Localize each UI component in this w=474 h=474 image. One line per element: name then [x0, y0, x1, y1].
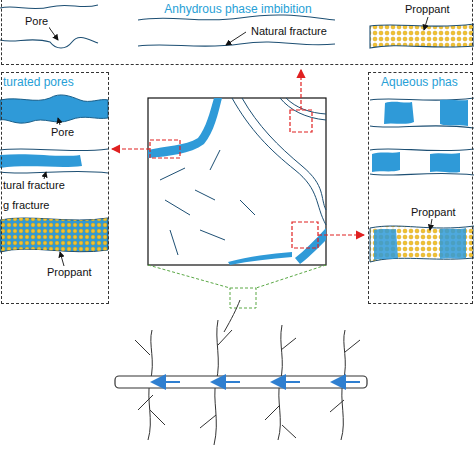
region-title: Aqueous phas — [381, 75, 458, 89]
dashed-region: Anhydrous phase imbibition — [1, 0, 473, 65]
part-label: Proppant — [404, 3, 451, 16]
part-label: Proppant — [46, 266, 93, 279]
dashed-region: Aqueous phas — [368, 72, 473, 304]
part-label: Pore — [24, 15, 49, 28]
part-label: tural fracture — [2, 179, 66, 192]
part-label: Pore — [50, 126, 75, 139]
part-label: Natural fracture — [250, 25, 328, 38]
region-title: turated pores — [3, 75, 74, 89]
part-label: g fracture — [2, 199, 50, 212]
region-title: Anhydrous phase imbibition — [164, 2, 311, 16]
part-label: Proppant — [410, 206, 457, 219]
